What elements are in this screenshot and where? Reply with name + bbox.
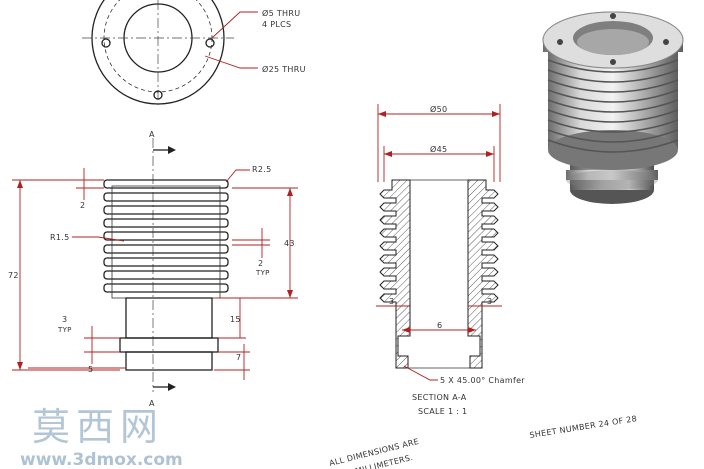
collar-typ: TYP: [57, 326, 72, 334]
render-fins: [547, 59, 679, 153]
collar-label: 3: [62, 315, 67, 324]
section-arrow: [168, 383, 176, 391]
outer-diameter-label: Ø50: [430, 104, 447, 114]
section-scale: SCALE 1 : 1: [418, 407, 467, 416]
neck: [125, 297, 213, 339]
watermark-url: www.3dmox.com: [20, 450, 183, 469]
fin-spacing-label: 2: [80, 201, 85, 210]
bore-note: Ø25 THRU: [262, 64, 306, 74]
fin-height-label: 43: [284, 239, 295, 248]
base-offset-label: 5: [88, 365, 93, 374]
bore-width-label: 6: [437, 321, 442, 330]
base-spigot: [125, 351, 213, 371]
section-arrow: [168, 146, 176, 154]
hole-count-note: 4 PLCS: [262, 20, 291, 29]
chamfer-note: 5 X 45.00° Chamfer: [440, 376, 525, 385]
outer-radius-label: R2.5: [252, 165, 271, 174]
inner-radius-label: R1.5: [50, 233, 69, 242]
bolt-hole: [205, 38, 215, 48]
iso-render: [542, 11, 684, 204]
fin-stack: [103, 179, 229, 299]
section-title: SECTION A-A: [412, 393, 467, 402]
section-view: Ø50 Ø45 3 3 6 5 X 45.00° Chamfer SECTION…: [376, 104, 525, 416]
watermark-brand: 莫西网: [32, 405, 164, 449]
section-letter-top: A: [149, 130, 155, 139]
wall-right-label: 3: [487, 297, 492, 306]
sheet-number: SHEET NUMBER 24 OF 28: [529, 414, 638, 440]
front-view: A A 72 2 R1.5: [8, 130, 298, 408]
hole-leader: [211, 11, 258, 39]
bore-leader: [204, 55, 258, 69]
base-height-label: 7: [236, 353, 241, 362]
bolt-hole: [153, 90, 163, 100]
base-collar: [119, 337, 219, 353]
overall-height-label: 72: [8, 271, 19, 280]
flange-outer-circle: [91, 0, 225, 105]
fin-gap-typ: TYP: [255, 269, 270, 277]
top-view: Ø5 THRU 4 PLCS Ø25 THRU: [82, 0, 306, 108]
section-wall-right: [467, 179, 499, 369]
fin-gap-label: 2: [258, 259, 263, 268]
hole-note: Ø5 THRU: [262, 8, 300, 18]
bolt-hole: [101, 38, 111, 48]
neck-height-label: 15: [230, 315, 241, 324]
chamfer-leader: [403, 365, 438, 381]
section-letter-bottom: A: [149, 399, 155, 408]
inner-radius-leader: [72, 236, 125, 242]
inner-diameter-label: Ø45: [430, 144, 447, 154]
wall-left-label: 3: [389, 297, 394, 306]
outer-radius-leader: [225, 169, 250, 183]
section-wall-left: [379, 179, 411, 369]
